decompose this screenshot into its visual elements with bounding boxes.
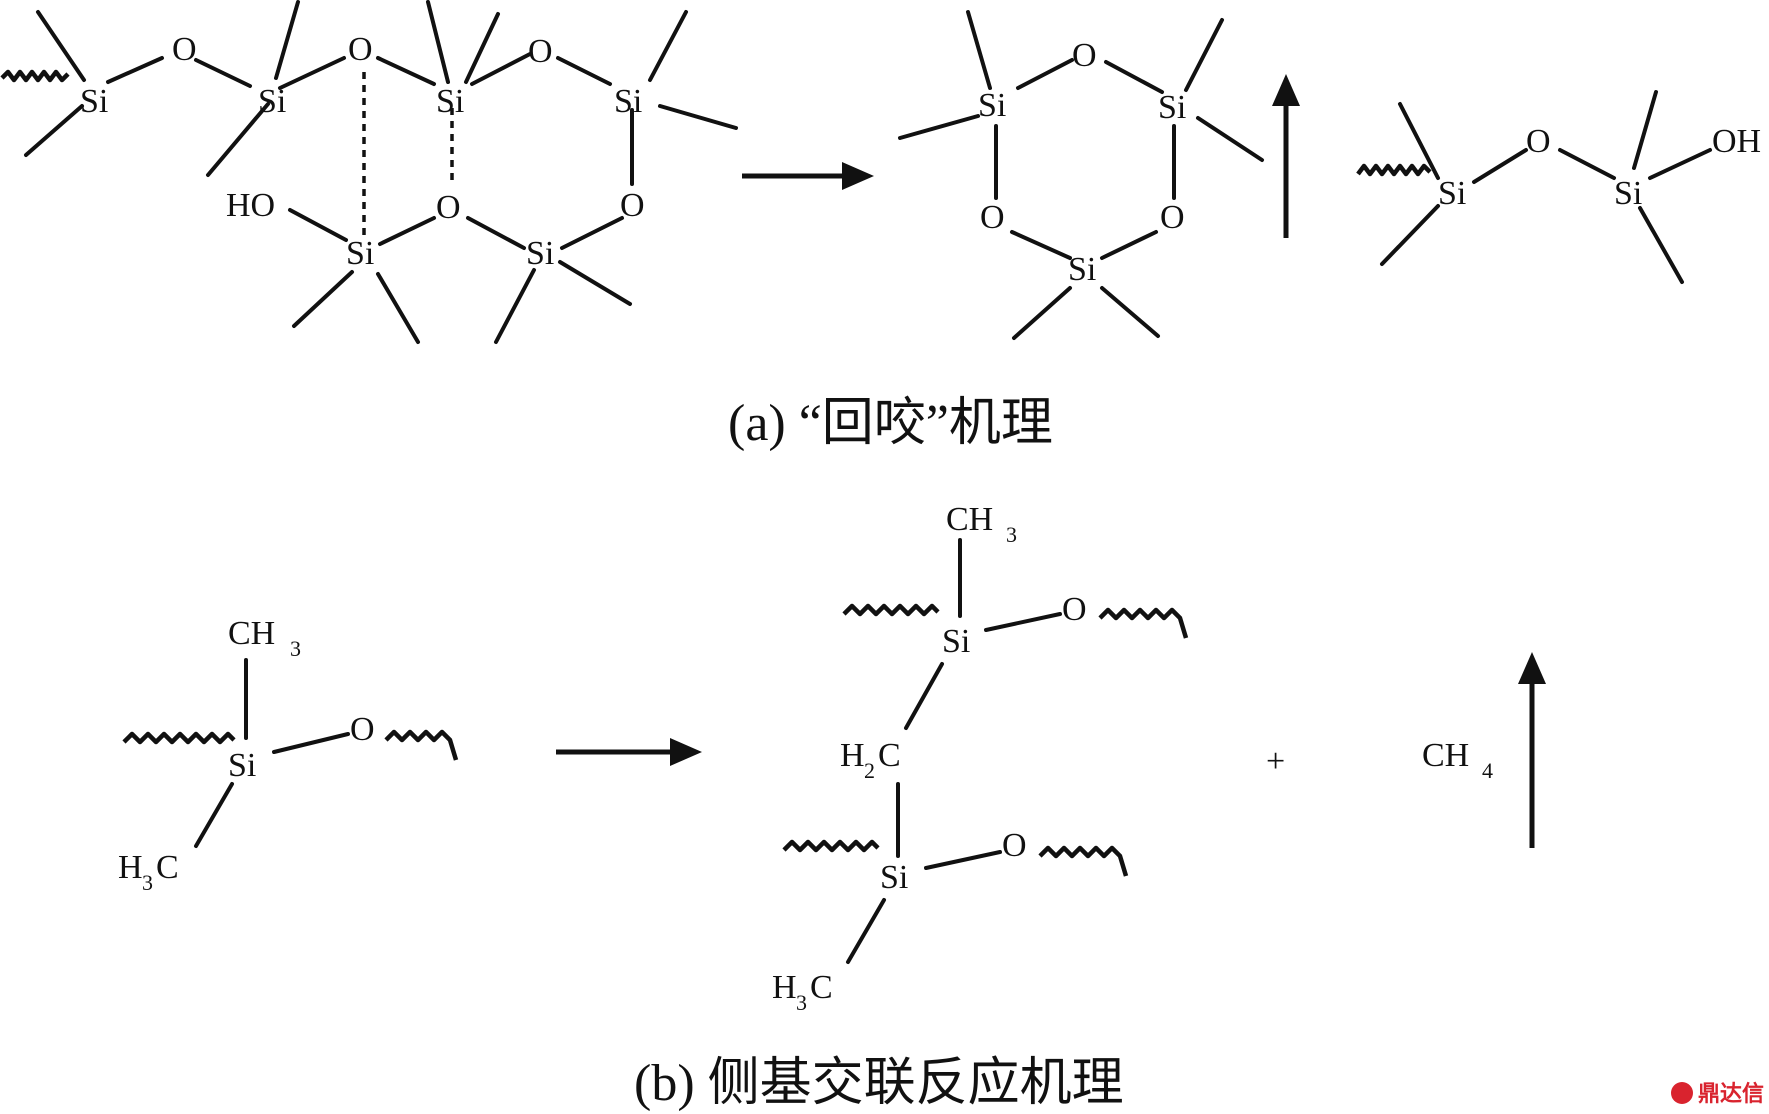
o-atom: O (1526, 123, 1551, 160)
polymer-chain-wavy (1356, 163, 1432, 177)
volatile-escape-arrow (1518, 652, 1546, 848)
polymer-chain-wavy (384, 729, 459, 761)
methane-product: CH 4 (1422, 737, 1493, 783)
si-atom: Si (978, 87, 1006, 124)
panel-b: Si O CH 3 H 3 C CH (118, 501, 1546, 1112)
si-atom: Si (228, 747, 256, 784)
si-o-bond (272, 732, 350, 754)
si-atom: Si (880, 859, 908, 896)
si-atom: Si (614, 83, 642, 120)
o-atom: O (980, 199, 1005, 236)
crosslinked-product (782, 538, 1189, 964)
watermark-badge-icon (1671, 1082, 1693, 1104)
svg-text:H: H (772, 969, 797, 1006)
svg-text:C: C (878, 737, 901, 774)
methyl-group: CH 3 (946, 501, 1017, 547)
plus-sign: + (1266, 743, 1285, 780)
svg-text:3: 3 (290, 636, 301, 661)
reaction-arrow (556, 738, 702, 766)
panel-a: Si O Si O Si O Si O Si O Si HO (0, 0, 1761, 452)
watermark-text: 鼎达信 (1698, 1081, 1764, 1107)
ho-group: HO (226, 187, 275, 224)
si-ch3-bond (194, 782, 234, 848)
panel-a-caption: (a) “回咬”机理 (728, 395, 1053, 452)
o-atom: O (1160, 199, 1185, 236)
si-atom: Si (1068, 251, 1096, 288)
reaction-arrow (742, 162, 874, 190)
si-atom: Si (346, 235, 374, 272)
svg-text:2: 2 (864, 758, 875, 783)
svg-text:C: C (810, 969, 833, 1006)
reactant-a-bonds (24, 0, 738, 344)
si-atom: Si (258, 83, 286, 120)
si-atom: Si (526, 235, 554, 272)
silanol-chain-bonds (1380, 90, 1712, 284)
methyl-group: H 3 C (118, 849, 179, 895)
methylene-bridge: H 2 C (840, 737, 901, 783)
cyclic-siloxane-product (898, 10, 1264, 340)
watermark-logo: 鼎达信 (1671, 1081, 1764, 1107)
panel-b-caption: (b) 侧基交联反应机理 (634, 1055, 1124, 1112)
si-atom: Si (80, 83, 108, 120)
o-atom: O (528, 33, 553, 70)
svg-text:CH: CH (228, 615, 275, 652)
svg-text:4: 4 (1482, 758, 1493, 783)
svg-text:H: H (118, 849, 143, 886)
methyl-group: CH 3 (228, 615, 301, 661)
o-atom: O (620, 187, 645, 224)
svg-text:3: 3 (142, 870, 153, 895)
volatile-escape-arrow (1272, 74, 1300, 238)
o-atom: O (1062, 591, 1087, 628)
polymer-chain-wavy (0, 69, 70, 83)
svg-text:3: 3 (796, 990, 807, 1015)
si-atom: Si (1158, 89, 1186, 126)
svg-text:CH: CH (946, 501, 993, 538)
svg-text:3: 3 (1006, 522, 1017, 547)
polymer-chain-wavy (122, 731, 236, 745)
o-atom: O (348, 31, 373, 68)
si-atom: Si (1438, 175, 1466, 212)
methyl-group: H 3 C (772, 969, 833, 1015)
o-atom: O (1002, 827, 1027, 864)
o-atom: O (1072, 37, 1097, 74)
o-atom: O (350, 711, 375, 748)
svg-text:H: H (840, 737, 865, 774)
oh-group: OH (1712, 123, 1761, 160)
si-atom: Si (942, 623, 970, 660)
si-atom: Si (436, 83, 464, 120)
si-atom: Si (1614, 175, 1642, 212)
svg-text:CH: CH (1422, 737, 1469, 774)
o-atom: O (436, 189, 461, 226)
o-atom: O (172, 31, 197, 68)
svg-text:C: C (156, 849, 179, 886)
